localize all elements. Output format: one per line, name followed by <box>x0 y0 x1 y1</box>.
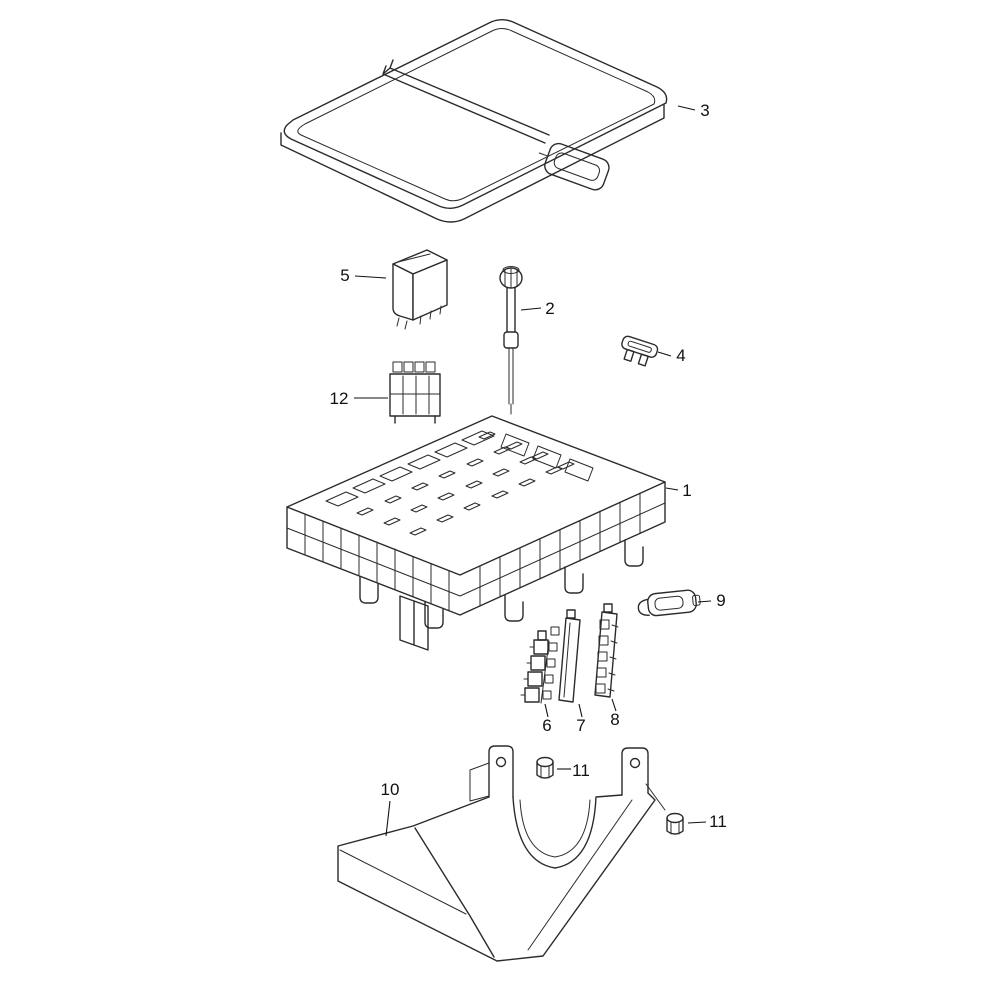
part-label-relay: 5 <box>340 266 349 285</box>
part-7-connector-block <box>542 609 581 703</box>
leader-line-fuse-puller <box>520 307 542 311</box>
leader-line-nut-lower <box>687 821 707 824</box>
part-label-connector-block-left: 6 <box>542 716 551 735</box>
leader-line-connector-block-middle <box>578 703 583 718</box>
leader-line-relay <box>354 275 387 279</box>
part-10-mounting-bracket <box>337 745 666 962</box>
part-4-blade-fuse <box>621 335 659 367</box>
part-11-nut-lower <box>666 812 684 835</box>
part-label-fuse-puller: 2 <box>545 299 554 318</box>
cover-latch <box>538 142 610 191</box>
leader-line-fuse-box <box>665 487 679 491</box>
leader-line-connector-block-left <box>544 703 549 718</box>
part-5-relay <box>392 249 448 330</box>
part-9-retaining-clip <box>637 589 701 617</box>
part-2-fuse-puller <box>499 266 523 415</box>
leader-line-retaining-clip <box>697 600 712 603</box>
part-11-nut-upper <box>536 756 554 779</box>
part-label-relay-socket: 12 <box>330 389 349 408</box>
part-label-blade-fuse: 4 <box>676 346 685 365</box>
part-label-mounting-bracket: 10 <box>381 780 400 799</box>
part-labels: 3 5 2 4 12 1 9 6 7 8 11 10 11 <box>330 101 727 837</box>
leader-line-mounting-bracket <box>385 800 391 837</box>
cover-strap <box>382 59 550 144</box>
part-1-fuse-box <box>286 415 666 651</box>
part-label-connector-block-right: 8 <box>610 710 619 729</box>
part-6-connector-block <box>520 630 550 704</box>
part-label-cover: 3 <box>700 101 709 120</box>
part-label-retaining-clip: 9 <box>716 591 725 610</box>
part-label-nut-lower: 11 <box>709 812 727 831</box>
part-8-connector-block <box>594 603 619 698</box>
leader-line-connector-block-right <box>611 698 617 712</box>
part-3-cover <box>280 19 668 223</box>
leader-line-cover <box>677 105 696 111</box>
leader-line-blade-fuse <box>657 351 672 357</box>
part-label-nut-upper: 11 <box>572 761 590 780</box>
part-12-relay-socket <box>389 361 441 424</box>
part-label-connector-block-middle: 7 <box>576 716 585 735</box>
part-label-fuse-box: 1 <box>682 481 691 500</box>
